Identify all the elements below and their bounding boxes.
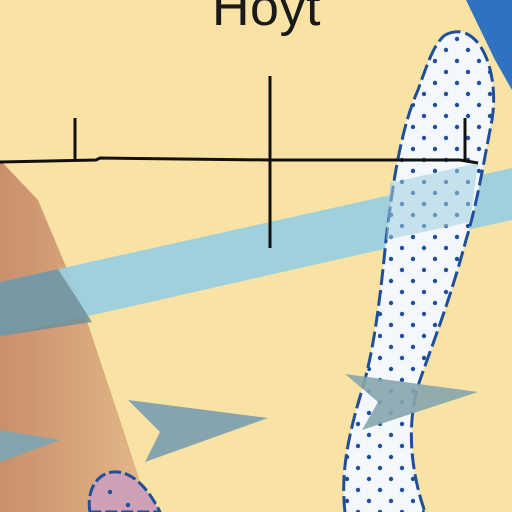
contact-line (342, 30, 496, 512)
flow-arrow-icon (128, 400, 268, 462)
flow-arrow-icon (345, 374, 478, 430)
flow-arrow-icon (0, 430, 60, 462)
section-line (0, 76, 479, 248)
blue-band (0, 168, 512, 336)
dark-blue-unit (466, 0, 512, 90)
brown-unit (0, 160, 150, 512)
place-label: Hoyt (212, 0, 321, 37)
band-overlap (0, 269, 92, 336)
pink-unit (87, 470, 162, 512)
band-on-dotted (386, 163, 478, 240)
